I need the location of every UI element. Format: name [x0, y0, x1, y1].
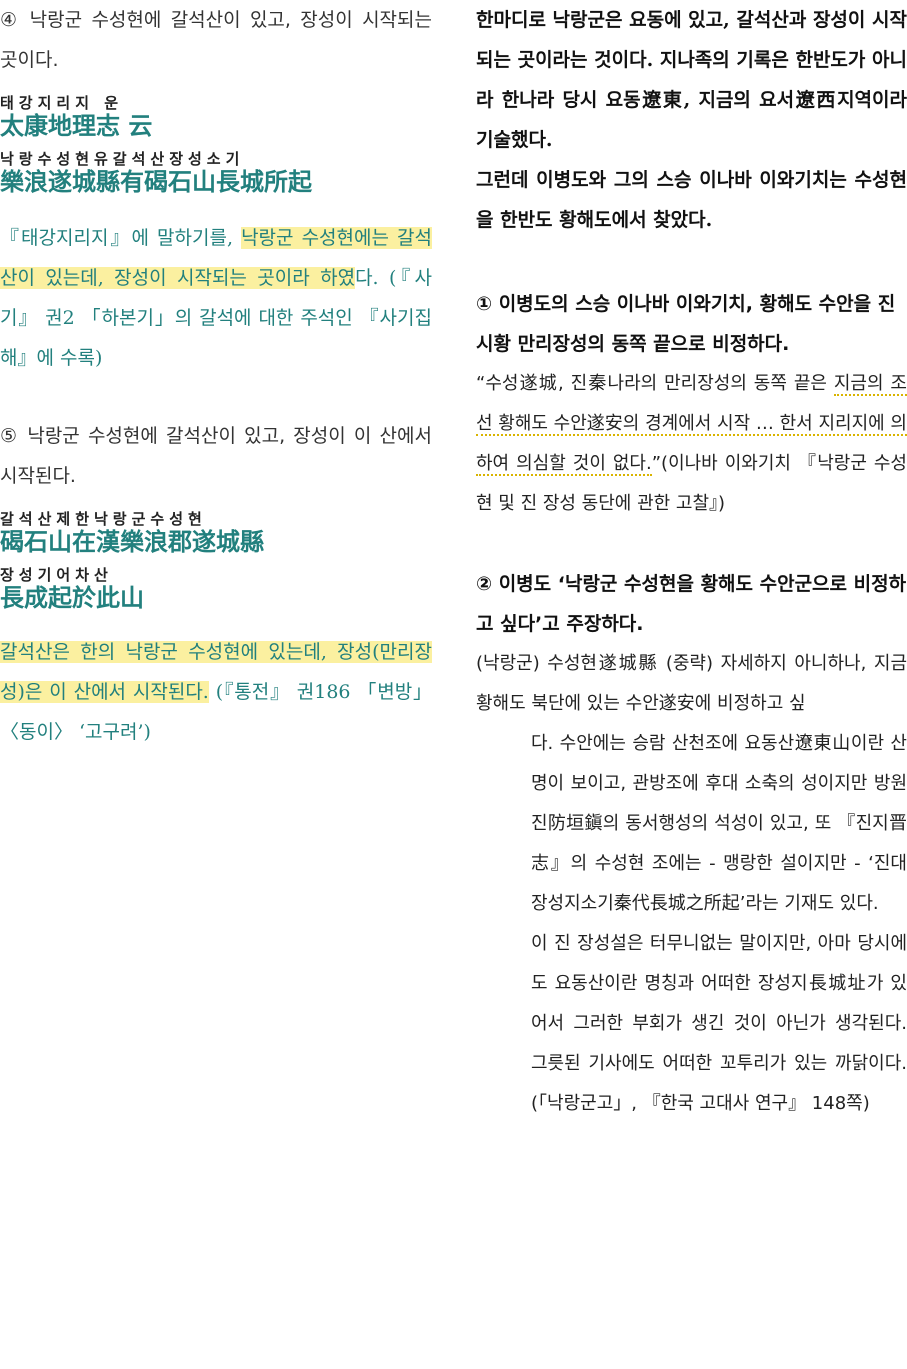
quote-1: “수성遂城, 진秦나라의 만리장성의 동쪽 끝은 지금의 조선 황해도 수안遂安… [476, 364, 907, 524]
section-2-heading: ② 이병도 ‘낙랑군 수성현을 황해도 수안군으로 비정하고 싶다’고 주장하다… [476, 573, 907, 635]
quote-1-pre: “수성遂城, 진秦나라의 만리장성의 동쪽 끝은 [476, 373, 834, 394]
intro-paragraph-1: 한마디로 낙랑군은 요동에 있고, 갈석산과 장성이 시작되는 곳이라는 것이다… [476, 9, 907, 151]
hanja-line-1: 太康地理志 云 [0, 111, 153, 140]
ruby-block-1: 태강지리지 운 太康地理志 云 [0, 94, 432, 140]
left-column: ④ 낙랑군 수성현에 갈석산이 있고, 장성이 시작되는 곳이다. 태강지리지 … [0, 0, 432, 752]
translation-1-pre: 『태강지리지』에 말하기를, [0, 227, 242, 249]
ruby-block-3: 갈석산제한낙랑군수성현 碣石山在漢樂浪郡遂城縣 [0, 510, 432, 556]
ruby-reading-4: 장성기어차산 [0, 566, 113, 584]
body-paragraph-2: 다. 수안에는 승람 산천조에 요동산遼東山이란 산명이 보이고, 관방조에 후… [531, 733, 907, 914]
ruby-reading-1: 태강지리지 운 [0, 94, 124, 112]
item-5-heading: ⑤ 낙랑군 수성현에 갈석산이 있고, 장성이 이 산에서 시작된다. [0, 425, 432, 487]
body-paragraph-1: (낙랑군) 수성현遂城縣 (중략) 자세하지 아니하나, 지금 황해도 북단에 … [476, 653, 907, 714]
hanja-line-2: 樂浪遂城縣有碣石山長城所起 [0, 167, 312, 196]
ruby-block-4: 장성기어차산 長成起於此山 [0, 566, 432, 612]
ruby-reading-3: 갈석산제한낙랑군수성현 [0, 510, 207, 528]
section-1-heading: ① 이병도의 스승 이나바 이와기치, 황해도 수안을 진시황 만리장성의 동쪽… [476, 293, 896, 355]
translation-2: 갈석산은 한의 낙랑군 수성현에 있는데, 장성(만리장성)은 이 산에서 시작… [0, 632, 432, 752]
body-paragraph-3: 이 진 장성설은 터무니없는 말이지만, 아마 당시에도 요동산이란 명칭과 어… [531, 933, 907, 1114]
hanja-line-4: 長成起於此山 [0, 583, 144, 612]
ruby-reading-2: 낙랑수성현유갈석산장성소기 [0, 150, 245, 168]
intro-paragraph-2: 그런데 이병도와 그의 스승 이나바 이와기치는 수성현을 한반도 황해도에서 … [476, 169, 907, 231]
ruby-block-2: 낙랑수성현유갈석산장성소기 樂浪遂城縣有碣石山長城所起 [0, 150, 432, 196]
hanja-line-3: 碣石山在漢樂浪郡遂城縣 [0, 527, 264, 556]
quote-1-underlined: 지금의 조선 황해도 수안遂安의 경계에서 시작 … 한서 지리지에 의하여 의… [476, 373, 907, 476]
quote-1-source: ”(이나바 이와기치 『낙랑군 수성현 및 진 장성 동단에 관한 고찰』) [476, 453, 907, 514]
item-4-heading: ④ 낙랑군 수성현에 갈석산이 있고, 장성이 시작되는 곳이다. [0, 9, 432, 71]
translation-2-post: (『통전』 권186 「변방」 〈동이〉 ‘고구려’) [0, 681, 432, 743]
translation-1-post: 다. (『사기』 권2 「하본기」의 갈석에 대한 주석인 『사기집해』에 수록… [0, 267, 433, 369]
right-column: 한마디로 낙랑군은 요동에 있고, 갈석산과 장성이 시작되는 곳이라는 것이다… [476, 0, 907, 1124]
translation-1: 『태강지리지』에 말하기를, 낙랑군 수성현에는 갈석산이 있는데, 장성이 시… [0, 218, 432, 378]
